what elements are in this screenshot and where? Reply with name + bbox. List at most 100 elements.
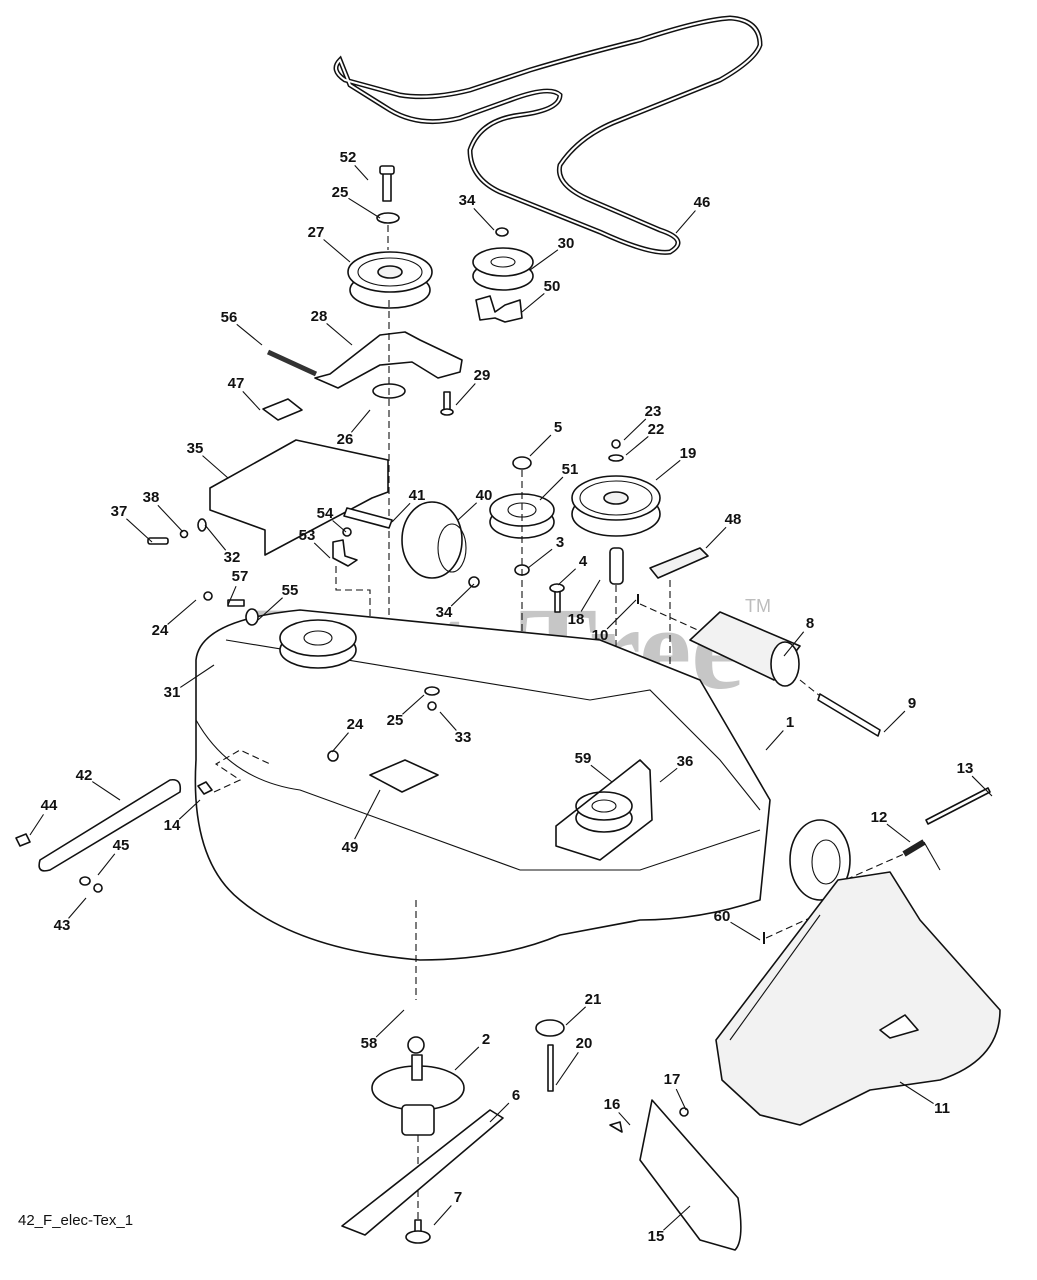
part-55-washer[interactable] — [245, 608, 259, 626]
callout-57[interactable]: 57 — [232, 568, 249, 585]
part-45-washer[interactable] — [79, 876, 91, 886]
part-34-nut-b[interactable] — [468, 576, 480, 588]
callout-32[interactable]: 32 — [224, 549, 241, 566]
callout-42[interactable]: 42 — [76, 767, 93, 784]
part-27-idler-pulley[interactable] — [347, 251, 433, 309]
part-40-gauge-wheel[interactable] — [401, 501, 467, 579]
part-46-belt[interactable] — [333, 15, 763, 255]
part-14-pin[interactable] — [197, 781, 213, 795]
part-17-nut[interactable] — [679, 1107, 689, 1117]
callout-3[interactable]: 3 — [556, 534, 564, 551]
part-2-spindle-assembly[interactable] — [371, 1054, 465, 1136]
part-19-idler-pulley[interactable] — [571, 475, 661, 537]
callout-37[interactable]: 37 — [111, 503, 128, 520]
callout-45[interactable]: 45 — [113, 837, 130, 854]
part-5-nut[interactable] — [512, 456, 532, 470]
part-52-bolt[interactable] — [379, 165, 395, 202]
part-4-bolt[interactable] — [549, 583, 565, 613]
callout-16[interactable]: 16 — [604, 1096, 621, 1113]
part-49-decal[interactable] — [369, 759, 439, 793]
part-7-blade-bolt[interactable] — [405, 1219, 431, 1244]
callout-46[interactable]: 46 — [694, 194, 711, 211]
part-21-bumper[interactable] — [535, 1019, 565, 1037]
callout-35[interactable]: 35 — [187, 440, 204, 457]
callout-58[interactable]: 58 — [361, 1035, 378, 1052]
part-54-nut[interactable] — [342, 527, 352, 537]
part-25-washer-b[interactable] — [424, 686, 440, 696]
callout-52[interactable]: 52 — [340, 149, 357, 166]
part-11-discharge-chute[interactable] — [715, 871, 1001, 1126]
callout-43[interactable]: 43 — [54, 917, 71, 934]
callout-1[interactable]: 1 — [786, 714, 794, 731]
part-30-pulley[interactable] — [472, 247, 534, 291]
part-48-decal[interactable] — [649, 547, 709, 579]
callout-8[interactable]: 8 — [806, 615, 814, 632]
callout-4[interactable]: 4 — [579, 553, 588, 570]
part-23-nut[interactable] — [611, 439, 621, 449]
callout-25a[interactable]: 25 — [332, 184, 349, 201]
callout-55[interactable]: 55 — [282, 582, 299, 599]
part-38-lockwasher[interactable] — [179, 529, 189, 539]
callout-25b[interactable]: 25 — [387, 712, 404, 729]
callout-15[interactable]: 15 — [648, 1228, 665, 1245]
callout-34b[interactable]: 34 — [436, 604, 453, 621]
callout-23[interactable]: 23 — [645, 403, 662, 420]
part-22-washer[interactable] — [608, 454, 624, 462]
callout-29[interactable]: 29 — [474, 367, 491, 384]
callout-2[interactable]: 2 — [482, 1031, 490, 1048]
part-50-belt-guide[interactable] — [475, 295, 523, 323]
callout-7[interactable]: 7 — [454, 1189, 462, 1206]
callout-36[interactable]: 36 — [677, 753, 694, 770]
part-25-washer[interactable] — [376, 212, 400, 224]
part-31-spindle-pulley[interactable] — [279, 619, 357, 669]
part-32-washer[interactable] — [197, 518, 207, 532]
part-20-bolt[interactable] — [547, 1044, 554, 1092]
part-18-spacer[interactable] — [609, 547, 624, 585]
part-15-deflector[interactable] — [639, 1099, 742, 1251]
callout-14[interactable]: 14 — [164, 817, 181, 834]
callout-31[interactable]: 31 — [164, 684, 181, 701]
callout-20[interactable]: 20 — [576, 1035, 593, 1052]
callout-17[interactable]: 17 — [664, 1071, 681, 1088]
callout-6[interactable]: 6 — [512, 1087, 520, 1104]
callout-47[interactable]: 47 — [228, 375, 245, 392]
part-33-nut[interactable] — [427, 701, 437, 711]
part-6-blade[interactable] — [341, 1109, 504, 1236]
callout-21[interactable]: 21 — [585, 991, 602, 1008]
callout-49[interactable]: 49 — [342, 839, 359, 856]
callout-27[interactable]: 27 — [308, 224, 325, 241]
part-37-bolt[interactable] — [147, 537, 169, 545]
callout-41[interactable]: 41 — [409, 487, 426, 504]
part-53-bracket[interactable] — [332, 539, 358, 567]
callout-30[interactable]: 30 — [558, 235, 575, 252]
part-56-spring[interactable] — [266, 349, 318, 377]
part-8-anti-scalp-roller[interactable] — [689, 611, 801, 687]
callout-34a[interactable]: 34 — [459, 192, 476, 209]
part-29-pin[interactable] — [440, 391, 454, 416]
callout-18[interactable]: 18 — [568, 611, 585, 628]
callout-12[interactable]: 12 — [871, 809, 888, 826]
part-1-deck-housing[interactable] — [194, 609, 771, 961]
callout-48[interactable]: 48 — [725, 511, 742, 528]
callout-26[interactable]: 26 — [337, 431, 354, 448]
callout-60[interactable]: 60 — [714, 908, 731, 925]
part-41-bolt[interactable] — [343, 507, 393, 529]
callout-38[interactable]: 38 — [143, 489, 160, 506]
callout-9[interactable]: 9 — [908, 695, 916, 712]
callout-56[interactable]: 56 — [221, 309, 238, 326]
part-36-idler-bracket[interactable] — [555, 759, 653, 861]
part-59-pulley[interactable] — [575, 791, 633, 833]
part-16-bolt[interactable] — [609, 1121, 623, 1133]
part-9-axle[interactable] — [817, 693, 881, 737]
callout-44[interactable]: 44 — [41, 797, 58, 814]
callout-22[interactable]: 22 — [648, 421, 665, 438]
callout-53[interactable]: 53 — [299, 527, 316, 544]
part-44-pin[interactable] — [15, 833, 31, 847]
callout-10[interactable]: 10 — [592, 627, 609, 644]
part-24-nut-b[interactable] — [327, 750, 339, 762]
callout-24b[interactable]: 24 — [347, 716, 364, 733]
callout-28[interactable]: 28 — [311, 308, 328, 325]
callout-33[interactable]: 33 — [455, 729, 472, 746]
part-43-nut[interactable] — [93, 883, 103, 893]
callout-54[interactable]: 54 — [317, 505, 334, 522]
